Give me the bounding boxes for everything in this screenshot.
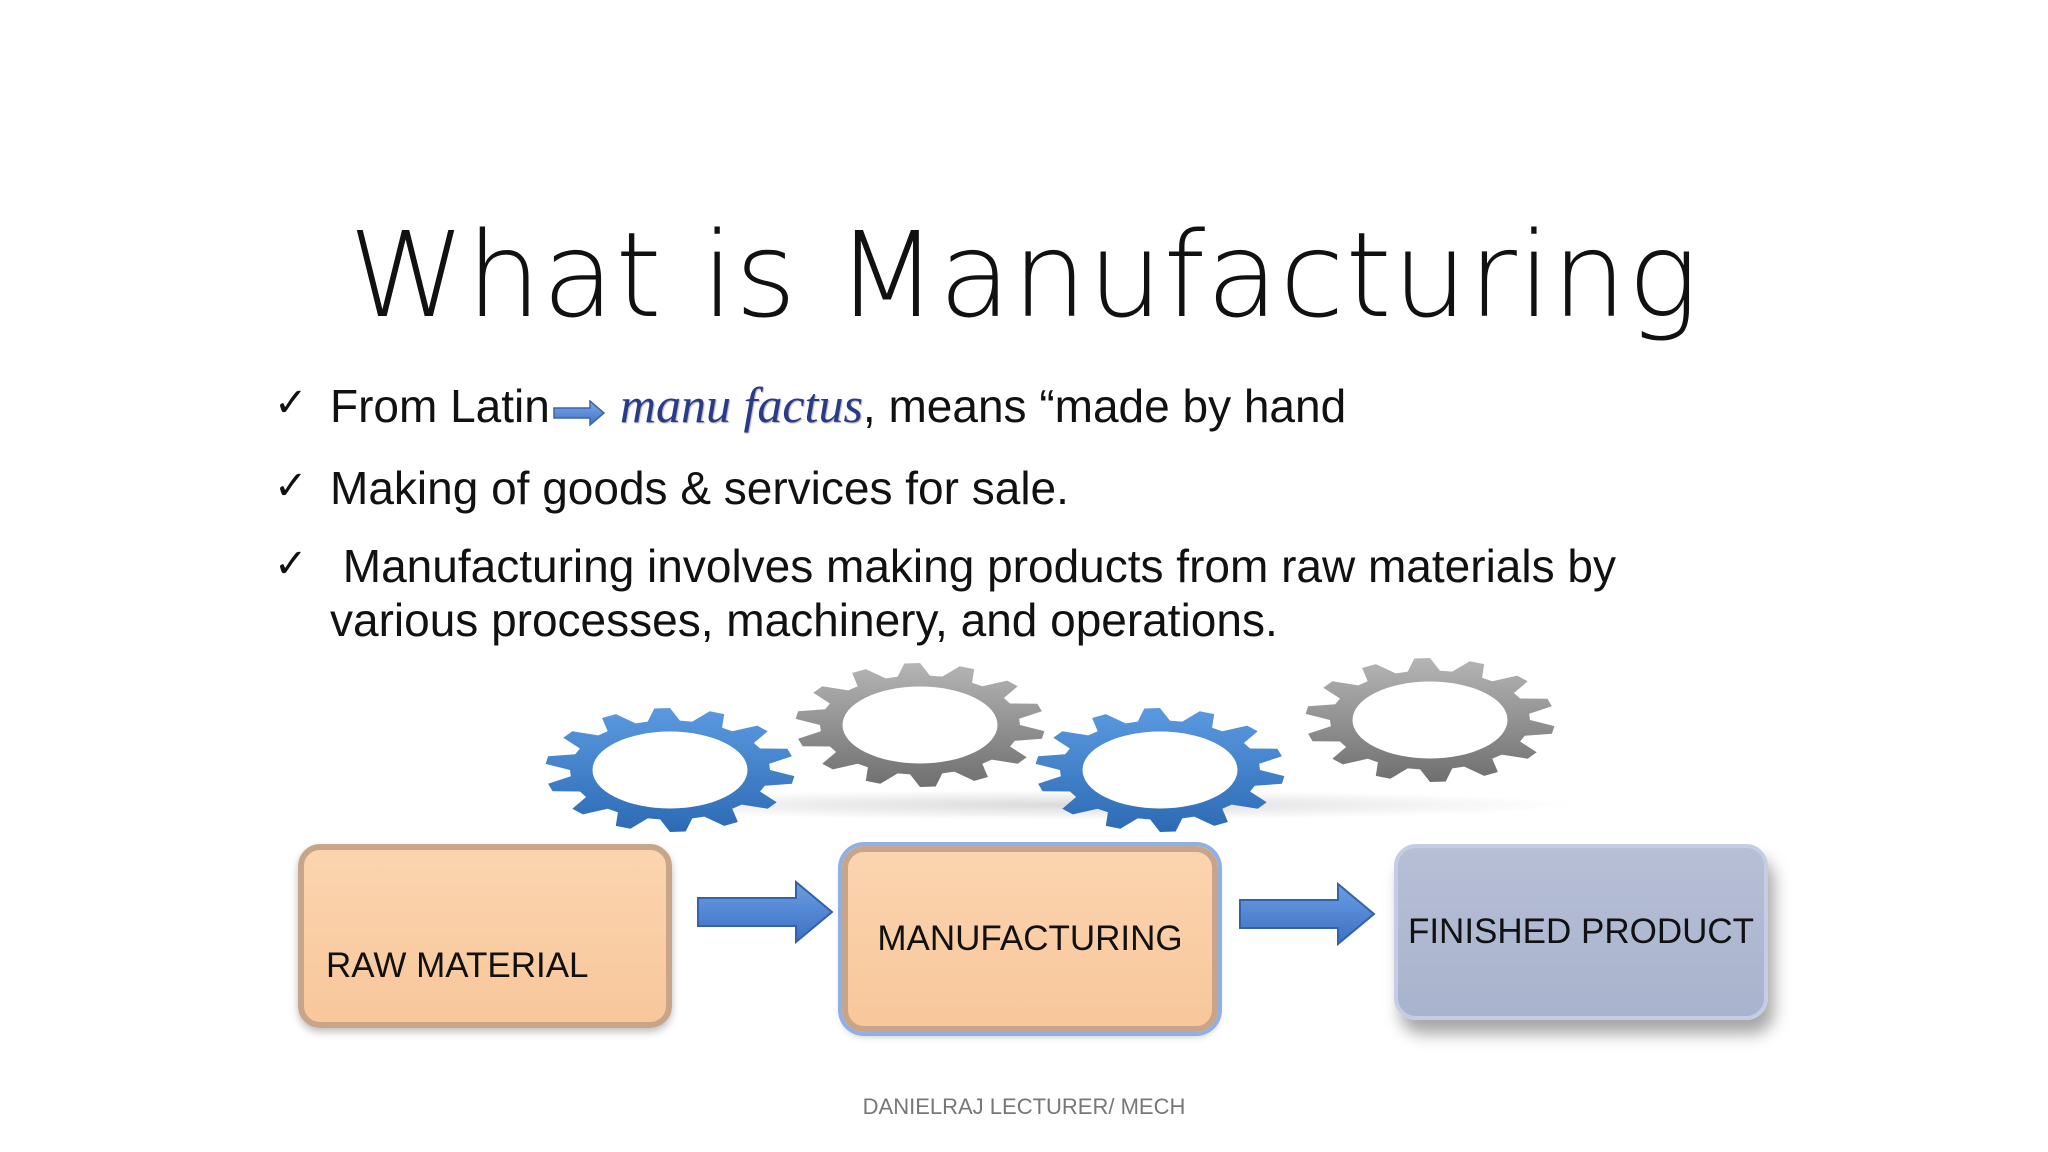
blue-gear-left [545,708,795,832]
gears-illustration [545,658,1555,832]
right-arrow-icon [552,383,606,437]
bullet-item: ✓ Manufacturing involves making products… [270,539,1770,647]
slide-footer: DANIELRAJ LECTURER/ MECH [862,1094,1186,1119]
checkmark-icon: ✓ [274,380,308,426]
bullet-text-line1: Manufacturing involves making products f… [330,539,1616,592]
flow-arrow-icon [697,880,834,944]
bullet-text-prefix: From Latin [330,380,550,432]
raw-material-label: RAW MATERIAL [326,946,589,985]
slide-title: What is Manufacturing [348,206,1700,344]
manufacturing-label: MANUFACTURING [877,919,1183,958]
raw-material-box: RAW MATERIAL [298,844,672,1028]
blue-gear-right-hole [1082,731,1238,809]
bullet-item: ✓ From Latin manu factus, means “made by… [270,378,1770,437]
blue-gear-right [1035,708,1285,832]
bullet-item: ✓ Making of goods & services for sale. [270,461,1770,515]
blue-gear-left-hole [592,731,748,809]
gray-gear-left-hole [842,686,998,764]
bullet-text-line2: various processes, machinery, and operat… [330,593,1278,646]
gray-gear-left [795,663,1045,787]
manufacturing-box: MANUFACTURING [842,846,1218,1032]
checkmark-icon: ✓ [274,540,308,587]
gray-gear-right [1305,658,1555,782]
latin-term: manu factus [619,377,863,433]
finished-product-box: FINISHED PRODUCT [1394,844,1768,1020]
gray-gear-right-hole [1352,681,1508,759]
flow-arrow-icon [1239,882,1376,946]
finished-product-label: FINISHED PRODUCT [1407,912,1755,951]
checkmark-icon: ✓ [274,462,308,509]
bullet-text: Making of goods & services for sale. [330,461,1069,514]
bullet-text-suffix: , means “made by hand [862,380,1347,432]
bullet-list: ✓ From Latin manu factus, means “made by… [270,378,1770,647]
